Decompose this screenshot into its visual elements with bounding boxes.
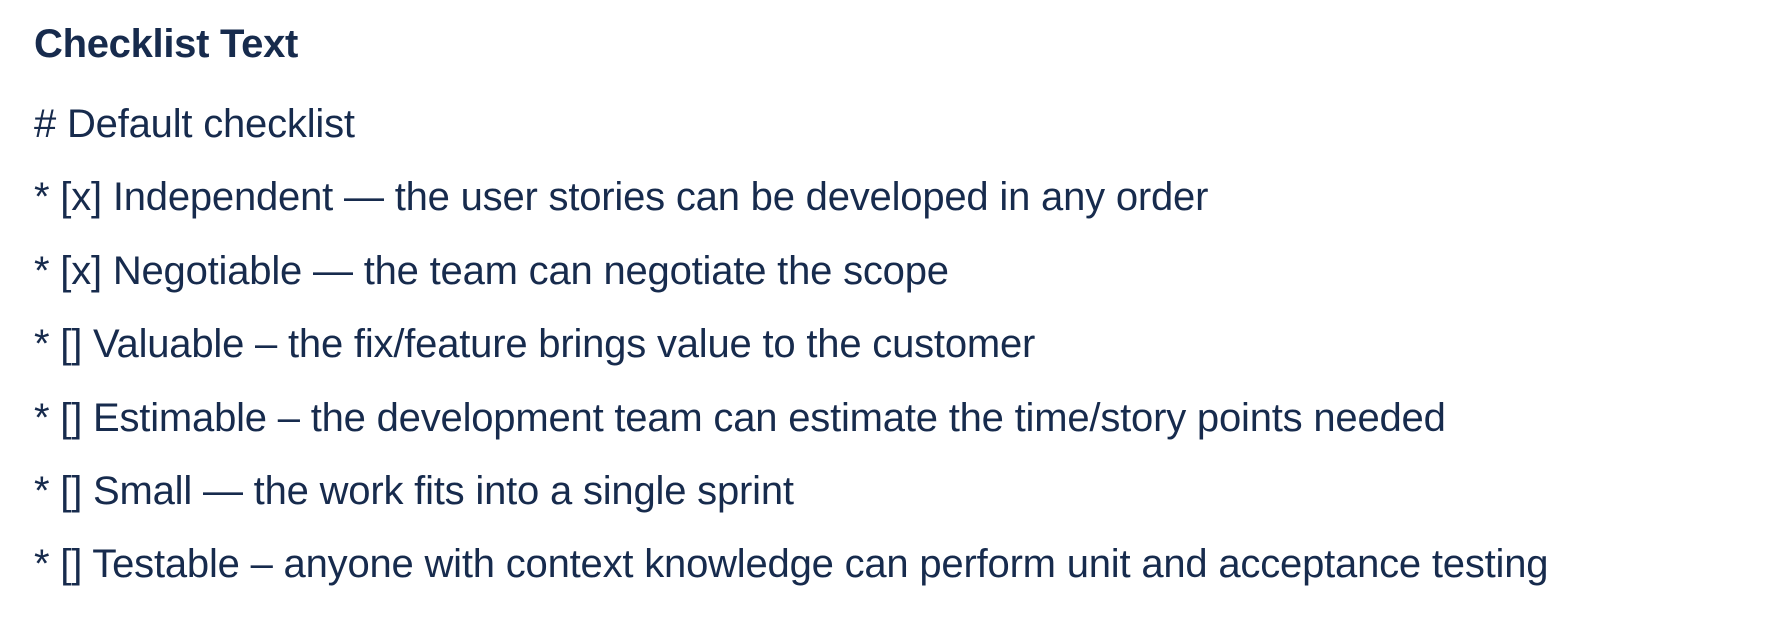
checklist-line-small: * [] Small — the work fits into a single… <box>34 469 794 514</box>
checklist-line-independent: * [x] Independent — the user stories can… <box>34 175 1209 220</box>
checklist-line-estimable: * [] Estimable – the development team ca… <box>34 395 1446 440</box>
checklist-line-negotiable: * [x] Negotiable — the team can negotiat… <box>34 248 949 293</box>
checklist-line-testable: * [] Testable – anyone with context know… <box>34 542 1549 587</box>
checklist-line-valuable: * [] Valuable – the fix/feature brings v… <box>34 322 1036 367</box>
field-label: Checklist Text <box>34 22 299 66</box>
checklist-heading-line: # Default checklist <box>34 102 355 146</box>
checklist-field-body[interactable]: # Default checklist * [x] Independent — … <box>34 88 1752 602</box>
